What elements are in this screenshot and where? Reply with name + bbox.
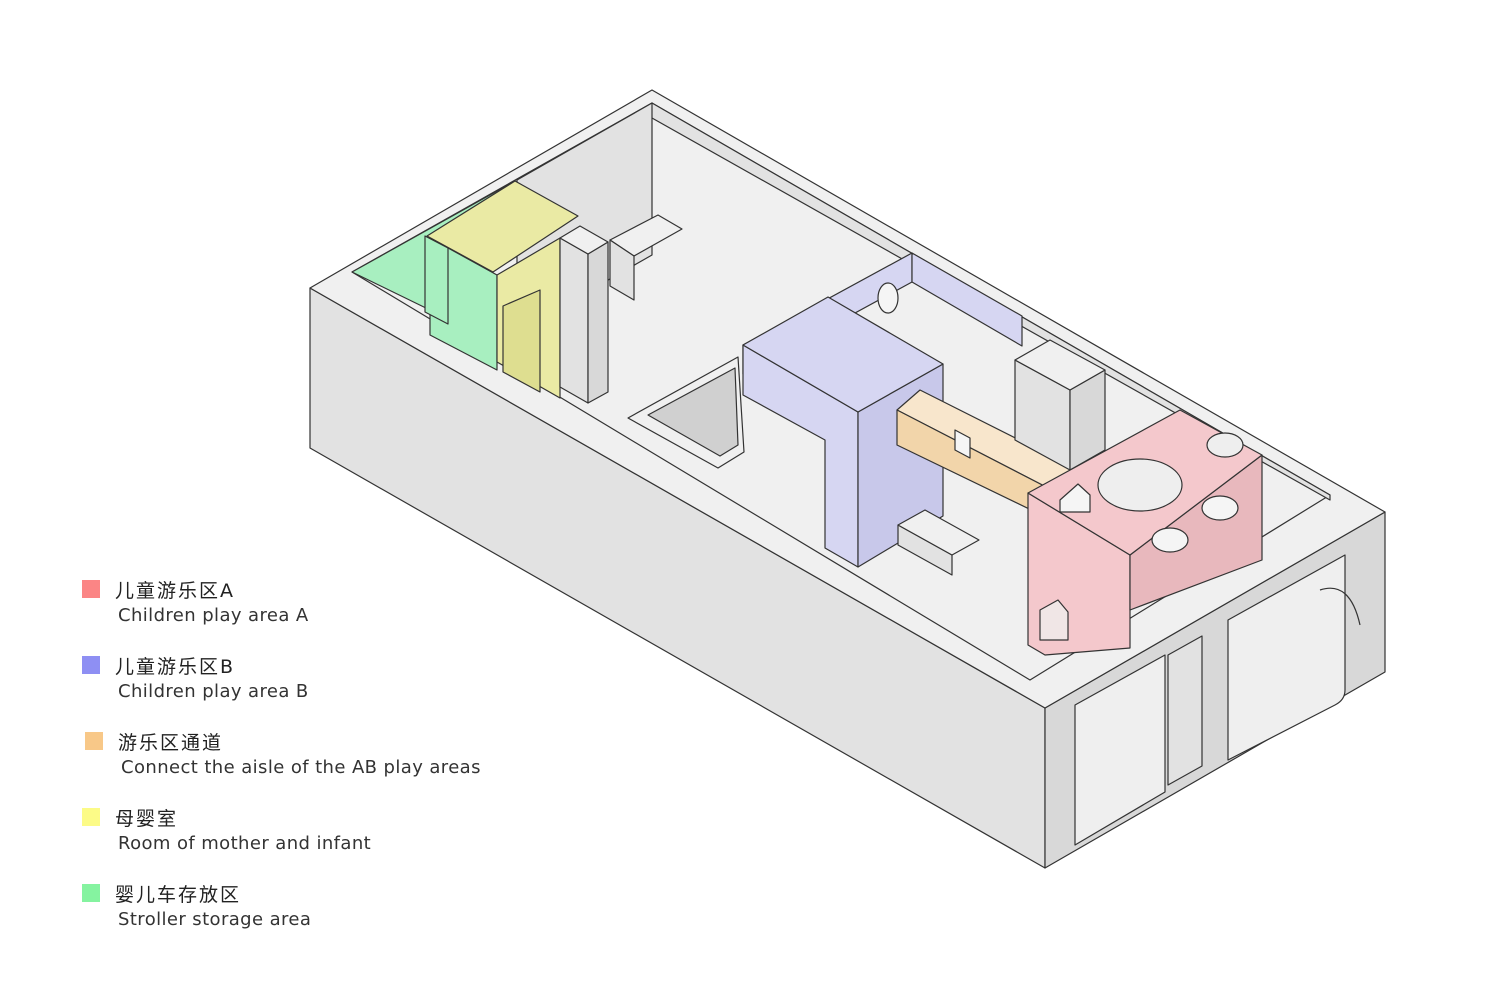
mother-room-wall-back — [426, 180, 579, 273]
play-b-block-top — [742, 296, 944, 413]
seat-block-top — [897, 509, 980, 556]
play-a-bowl-large — [1097, 458, 1183, 512]
front-arch-opening — [1227, 554, 1346, 761]
legend-label-en: Stroller storage area — [118, 909, 312, 930]
play-a-door-opening — [1039, 599, 1069, 641]
play-a-bowl-low-1 — [1151, 527, 1189, 553]
play-a-bowl-right — [1206, 432, 1244, 458]
pillar-top — [559, 225, 609, 255]
legend-swatch-aisle — [85, 732, 103, 750]
aisle-tube-window — [954, 429, 971, 459]
legend-swatch-play-area-a — [82, 580, 100, 598]
legend-label-cn: 游乐区通道 — [118, 732, 224, 754]
legend: 儿童游乐区A Children play area A 儿童游乐区B Child… — [82, 576, 502, 956]
legend-item-mother-infant: 母婴室 Room of mother and infant — [82, 804, 502, 880]
legend-label-en: Children play area B — [118, 681, 309, 702]
bench-front — [609, 239, 635, 301]
legend-item-aisle: 游乐区通道 Connect the aisle of the AB play a… — [82, 728, 502, 804]
legend-swatch-mother-infant — [82, 808, 100, 826]
legend-item-play-area-a: 儿童游乐区A Children play area A — [82, 576, 502, 652]
front-arch-curve — [1319, 587, 1361, 626]
legend-label-en: Connect the aisle of the AB play areas — [121, 757, 481, 778]
front-column — [1167, 635, 1203, 786]
legend-item-stroller: 婴儿车存放区 Stroller storage area — [82, 880, 502, 956]
stroller-room-divider — [424, 235, 449, 325]
legend-swatch-play-area-b — [82, 656, 100, 674]
tall-block-top — [1014, 339, 1106, 391]
legend-label-cn: 母婴室 — [115, 808, 179, 830]
play-b-side-wall — [911, 252, 1023, 347]
legend-label-cn: 儿童游乐区B — [115, 656, 236, 678]
legend-label-en: Room of mother and infant — [118, 833, 372, 854]
front-window-left — [1074, 654, 1166, 846]
mother-room-door — [502, 289, 541, 393]
legend-item-play-area-b: 儿童游乐区B Children play area B — [82, 652, 502, 728]
legend-label-en: Children play area A — [118, 605, 309, 626]
play-b-round-window — [877, 282, 899, 314]
legend-label-cn: 儿童游乐区A — [115, 580, 235, 602]
pillar-front — [559, 237, 589, 404]
play-a-house-window — [1059, 483, 1091, 513]
play-a-bowl-low-2 — [1201, 495, 1239, 521]
ball-pit-balls — [647, 367, 739, 457]
legend-label-cn: 婴儿车存放区 — [115, 884, 242, 906]
pillar-side — [587, 241, 609, 404]
legend-swatch-stroller — [82, 884, 100, 902]
